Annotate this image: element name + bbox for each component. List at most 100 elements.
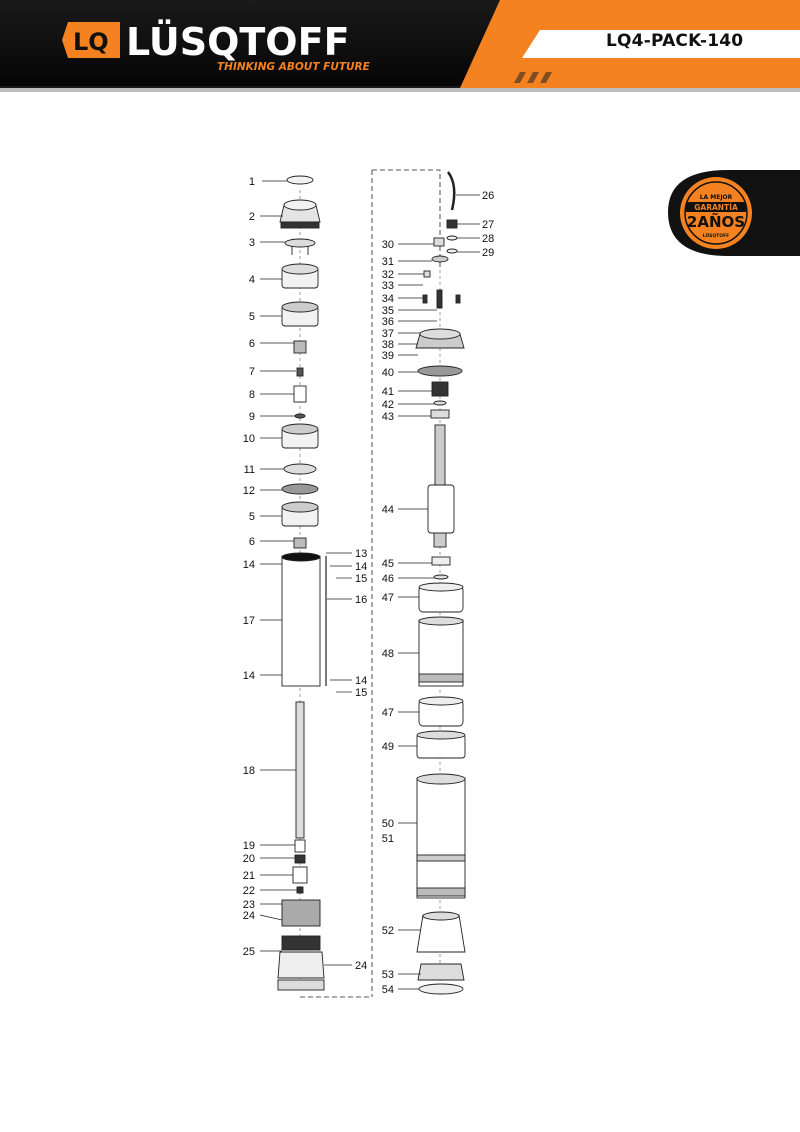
part-29-seal <box>446 248 458 254</box>
brand-tagline: THINKING ABOUT FUTURE <box>217 61 371 73</box>
part-21-sleeve <box>292 866 308 884</box>
label-45: 45 <box>382 558 394 570</box>
part-3-check-valve <box>284 238 316 248</box>
label-14a: 14 <box>243 559 255 571</box>
part-25-suction-body <box>277 951 325 979</box>
part-18-shaft <box>295 701 305 839</box>
part-54-ring <box>418 983 464 995</box>
label-42: 42 <box>382 399 394 411</box>
label-21: 21 <box>243 870 255 882</box>
label-9: 9 <box>249 411 255 423</box>
label-37: 37 <box>382 328 394 340</box>
label-18: 18 <box>243 765 255 777</box>
part-22-screw <box>296 886 304 894</box>
label-50: 50 <box>382 818 394 830</box>
label-2: 2 <box>249 211 255 223</box>
part-50-motor-casing <box>416 777 466 899</box>
label-10: 10 <box>243 433 255 445</box>
label-54: 54 <box>382 984 394 996</box>
label-5b: 5 <box>249 511 255 523</box>
part-2-thread <box>280 221 320 229</box>
part-8-spacer <box>293 385 307 403</box>
label-40: 40 <box>382 367 394 379</box>
label-35: 35 <box>382 305 394 317</box>
label-24a: 24 <box>243 910 255 922</box>
part-44-rotor-shaft <box>434 424 446 486</box>
label-24b: 24 <box>355 960 367 972</box>
label-4: 4 <box>249 274 255 286</box>
label-14c: 14 <box>243 670 255 682</box>
part-35-bolt <box>436 289 443 309</box>
label-30: 30 <box>382 239 394 251</box>
part-17-pump-tube <box>281 555 321 687</box>
part-41-seal <box>431 381 449 397</box>
part-7-nut <box>296 367 304 377</box>
badge-line1: LA MEJOR <box>700 194 733 201</box>
label-44: 44 <box>382 504 394 516</box>
label-27: 27 <box>482 219 494 231</box>
label-14d: 14 <box>355 675 367 687</box>
part-28-washer <box>446 235 458 241</box>
label-17: 17 <box>243 615 255 627</box>
part-25-suction-ring <box>281 935 321 951</box>
model-code: LQ4-PACK-140 <box>606 31 744 51</box>
label-49: 49 <box>382 741 394 753</box>
label-36: 36 <box>382 316 394 328</box>
logo-mark: LQ <box>73 28 109 56</box>
label-47b: 47 <box>382 707 394 719</box>
label-39: 39 <box>382 350 394 362</box>
label-25: 25 <box>243 946 255 958</box>
part-45-bearing <box>431 556 451 566</box>
label-41: 41 <box>382 386 394 398</box>
label-28: 28 <box>482 233 494 245</box>
part-31-plate <box>431 255 449 263</box>
label-15b: 15 <box>355 687 367 699</box>
badge-line2: GARANTÍA <box>694 203 738 212</box>
part-6a-bearing <box>293 340 307 354</box>
label-12: 12 <box>243 485 255 497</box>
part-9-washer <box>294 413 306 419</box>
part-6b-bearing <box>293 537 307 549</box>
label-19: 19 <box>243 840 255 852</box>
label-46: 46 <box>382 573 394 585</box>
leader-lines <box>259 180 480 990</box>
label-6b: 6 <box>249 536 255 548</box>
header-banner <box>0 0 800 92</box>
part-11-impeller <box>283 463 317 475</box>
label-16: 16 <box>355 594 367 606</box>
label-8: 8 <box>249 389 255 401</box>
brand-logo: LQ LÜSQTOFF THINKING ABOUT FUTURE <box>62 20 371 73</box>
part-52-base <box>416 914 466 953</box>
label-43: 43 <box>382 411 394 423</box>
label-1: 1 <box>249 176 255 188</box>
label-5a: 5 <box>249 311 255 323</box>
badge-line4: LÜSQTOFF <box>703 232 729 239</box>
label-20: 20 <box>243 853 255 865</box>
label-14b: 14 <box>355 561 367 573</box>
label-33: 33 <box>382 280 394 292</box>
model-plate <box>522 30 800 58</box>
label-47a: 47 <box>382 592 394 604</box>
badge-line3: 2AÑOS <box>687 212 745 231</box>
label-34: 34 <box>382 293 394 305</box>
label-51: 51 <box>382 833 394 845</box>
brand-name: LÜSQTOFF <box>126 20 350 64</box>
label-31: 31 <box>382 256 394 268</box>
part-19-coupling <box>294 839 306 853</box>
part-44-rotor <box>427 484 455 534</box>
part-34-spring <box>422 294 428 304</box>
part-32-nut <box>423 270 431 278</box>
label-3: 3 <box>249 237 255 249</box>
label-29: 29 <box>482 247 494 259</box>
label-53: 53 <box>382 969 394 981</box>
part-20-nut <box>294 854 306 864</box>
part-23-screen <box>281 899 321 927</box>
label-38: 38 <box>382 339 394 351</box>
part-53-foot <box>417 963 465 981</box>
assembly-dash-top <box>372 169 441 270</box>
label-52: 52 <box>382 925 394 937</box>
label-13: 13 <box>355 548 367 560</box>
label-6a: 6 <box>249 338 255 350</box>
label-11: 11 <box>244 464 255 476</box>
